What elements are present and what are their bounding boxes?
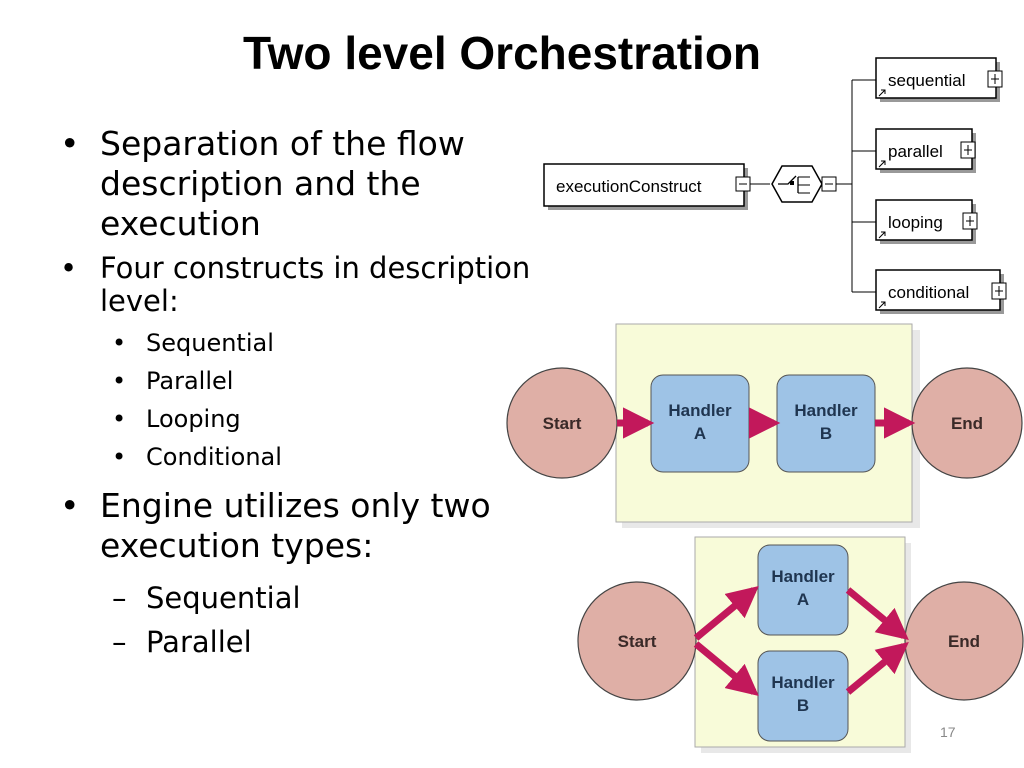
sub-item: Conditional [100, 438, 558, 476]
slide-title: Two level Orchestration [242, 27, 762, 79]
sub-list: Sequential Parallel [100, 576, 558, 664]
sub-item: Parallel [100, 620, 558, 664]
sub-list: Sequential Parallel Looping Conditional [100, 324, 558, 476]
schema-child-sequential: sequential [875, 57, 1003, 102]
start-label: Start [543, 414, 582, 433]
sub-item: Sequential [100, 324, 558, 362]
bullet-item: Engine utilizes only two execution types… [58, 486, 558, 664]
schema-child-parallel: parallel [875, 128, 976, 173]
start-label: Start [618, 632, 657, 651]
bullet-item: Four constructs in description level: Se… [58, 251, 558, 477]
end-label: End [951, 414, 983, 433]
choice-compositor-icon [771, 165, 837, 203]
bullet-list: Separation of the flow description and t… [58, 124, 558, 672]
schema-child-label: parallel [888, 142, 943, 161]
schema-child-looping: looping [875, 199, 978, 244]
schema-child-label: looping [888, 213, 943, 232]
bullet-item: Separation of the flow description and t… [58, 124, 558, 244]
bullet-text: Four constructs in description level: [100, 251, 531, 318]
page-number: 17 [940, 724, 956, 740]
start-node [577, 581, 697, 701]
schema-child-conditional: conditional [875, 269, 1007, 314]
schema-root-label: executionConstruct [556, 177, 702, 196]
bullet-text: Engine utilizes only two execution types… [100, 486, 491, 565]
flow-arrow [693, 585, 759, 641]
end-label: End [948, 632, 980, 651]
flow-arrow [845, 587, 909, 640]
sub-item: Sequential [100, 576, 558, 620]
flow-arrow [845, 642, 909, 695]
sub-item: Parallel [100, 362, 558, 400]
flow-arrow [693, 641, 759, 697]
schema-root-node: executionConstruct [543, 163, 751, 210]
schema-child-label: sequential [888, 71, 966, 90]
sub-item: Looping [100, 400, 558, 438]
schema-diagram: executionConstruct sequential [543, 57, 1007, 314]
schema-child-label: conditional [888, 283, 969, 302]
bullet-text: Separation of the flow description and t… [100, 124, 465, 243]
end-node [904, 581, 1024, 701]
